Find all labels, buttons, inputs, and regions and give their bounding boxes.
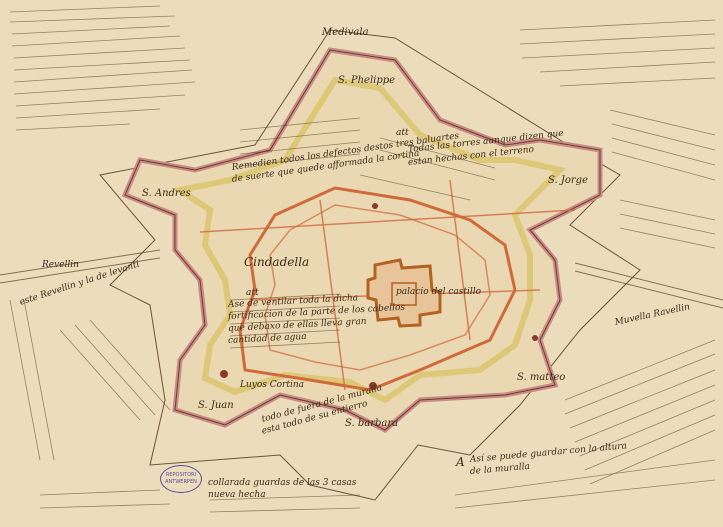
bastion-label-s-jorge: S. Jorge xyxy=(548,175,588,186)
bastion-label-s-mateo: S. matteo xyxy=(517,372,566,383)
bastion-label-s-andres: S. Andres xyxy=(142,188,191,199)
citadel-title: Cindadella xyxy=(244,255,310,269)
citadel-ring xyxy=(238,186,517,392)
library-stamp-text: REPOSITORI ANTWERPEN xyxy=(165,472,197,485)
note-bottom-left-1: collarada guardas de las 3 casas xyxy=(208,478,357,488)
library-stamp: REPOSITORI ANTWERPEN xyxy=(160,465,202,493)
label-lower-curtain: Luyos Cortina xyxy=(240,380,305,390)
label-letter-a: A xyxy=(456,455,465,469)
central-castle xyxy=(366,258,442,328)
label-att-1: att xyxy=(246,288,259,298)
note-bottom-left-2: nueva hecha xyxy=(208,490,266,500)
glacis-outline xyxy=(99,29,641,501)
bastion-label-s-barbara: S. barbara xyxy=(345,418,399,429)
inner-yellow-walls xyxy=(172,76,566,404)
label-castle: palacio del castillo xyxy=(396,287,482,297)
label-west-ravelin: Revellin xyxy=(42,260,79,270)
bastion-label-north: Medivala xyxy=(322,27,369,38)
label-att-2: att xyxy=(396,128,409,138)
bastion-label-s-juan: S. Juan xyxy=(198,400,234,411)
bastion-label-s-philippe: S. Phelippe xyxy=(338,75,396,86)
